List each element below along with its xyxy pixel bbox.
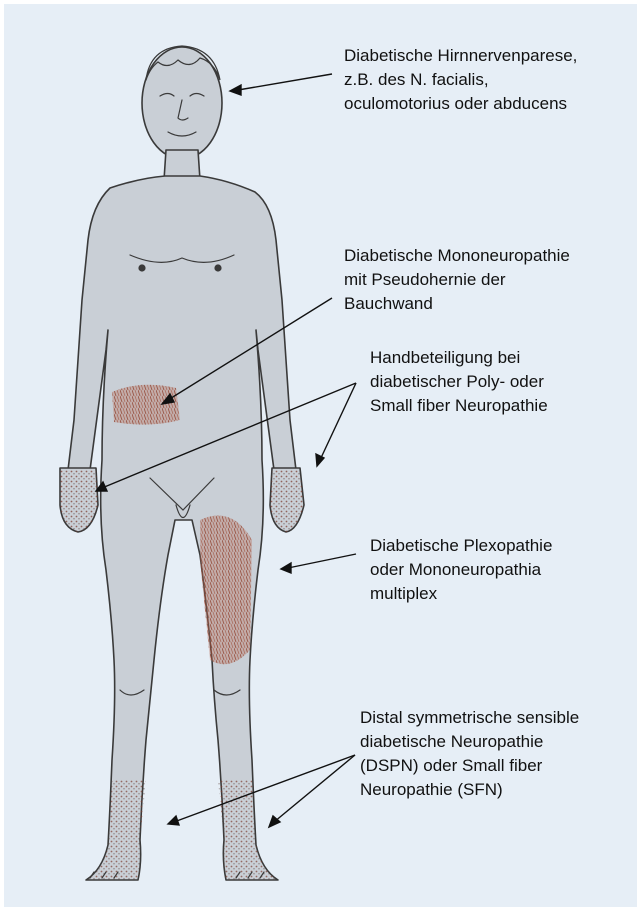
torso-and-legs bbox=[68, 176, 296, 880]
arrowhead-cranial bbox=[230, 85, 241, 95]
arrow-distal-right bbox=[174, 755, 355, 822]
nipple-right bbox=[139, 265, 145, 271]
label-cranial-nerve-palsy: Diabetische Hirnnervenparese, z.B. des N… bbox=[344, 44, 577, 116]
arrow-cranial bbox=[238, 74, 332, 90]
label-truncal-mononeuropathy: Diabetische Mononeuropathie mit Pseudohe… bbox=[344, 244, 570, 316]
nipple-left bbox=[215, 265, 221, 271]
right-hand-area bbox=[60, 470, 98, 532]
arrow-distal-left bbox=[274, 755, 355, 822]
left-hand-area bbox=[270, 470, 304, 532]
arrow-hand-left bbox=[320, 383, 356, 460]
arrowhead-plexus bbox=[281, 563, 291, 573]
thigh-area bbox=[200, 516, 252, 665]
arrow-plexus bbox=[288, 554, 356, 568]
label-plexopathy: Diabetische Plexopathie oder Mononeuropa… bbox=[370, 534, 552, 606]
arrowhead-hand-left bbox=[316, 454, 324, 466]
arrowhead-distal-right bbox=[168, 816, 179, 825]
right-lower-leg-area bbox=[88, 780, 146, 880]
label-hand-involvement: Handbeteiligung bei diabetischer Poly- o… bbox=[370, 346, 548, 418]
label-distal-symmetric-neuropathy: Distal symmetrische sensible diabetische… bbox=[360, 706, 579, 802]
abdominal-wall-area bbox=[112, 385, 180, 425]
body-silhouette bbox=[60, 47, 304, 880]
